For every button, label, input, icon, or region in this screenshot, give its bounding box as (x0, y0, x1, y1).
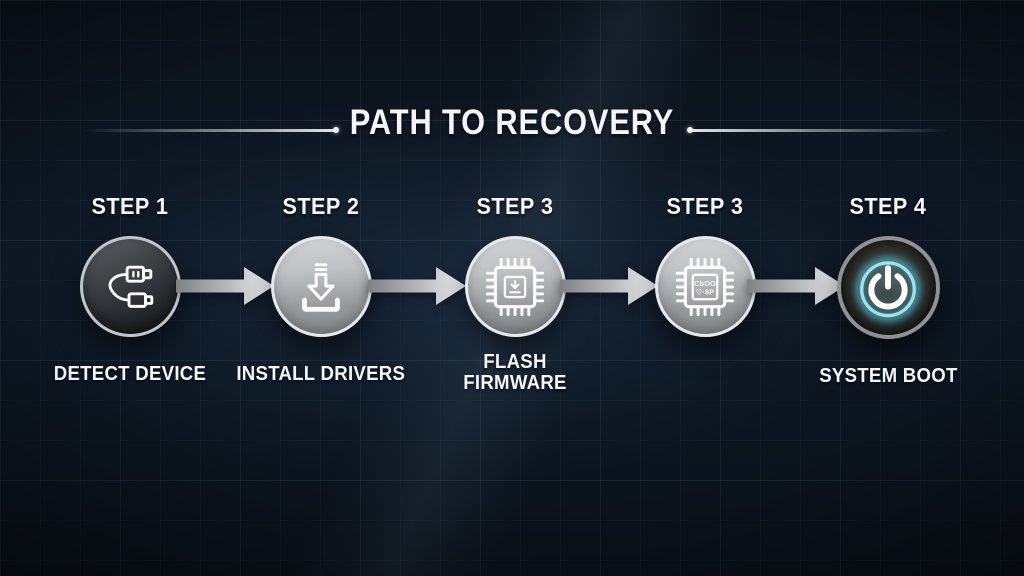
download-icon (302, 262, 340, 312)
step-caption: DETECT DEVICE (53, 363, 207, 385)
step-label: STEP 2 (282, 193, 360, 219)
step-circle (270, 236, 372, 337)
step-5-system-boot: STEP 4 SYSTEM BOOT (793, 192, 983, 387)
step-label: STEP 3 (476, 193, 554, 219)
step-circle (464, 236, 566, 337)
step-circle: CbOO ♡·8P (654, 236, 756, 337)
usb-cable-icon (108, 265, 154, 308)
power-icon (855, 256, 921, 321)
step-caption: SYSTEM BOOT (818, 365, 958, 387)
chip-icon: CbOO ♡·8P (675, 257, 735, 316)
chip-text-line-2: ♡·8P (696, 287, 715, 296)
step-label: STEP 4 (849, 193, 927, 219)
step-label: STEP 1 (91, 193, 169, 219)
step-caption: FLASH FIRMWARE (463, 351, 567, 394)
title-rule-right (687, 127, 948, 134)
step-label: STEP 3 (666, 193, 744, 219)
page-title: PATH TO RECOVERY (349, 103, 675, 142)
step-caption: INSTALL DRIVERS (236, 363, 406, 385)
chip-download-icon (485, 257, 545, 316)
step-circle (836, 236, 940, 339)
step-circle (79, 236, 181, 337)
